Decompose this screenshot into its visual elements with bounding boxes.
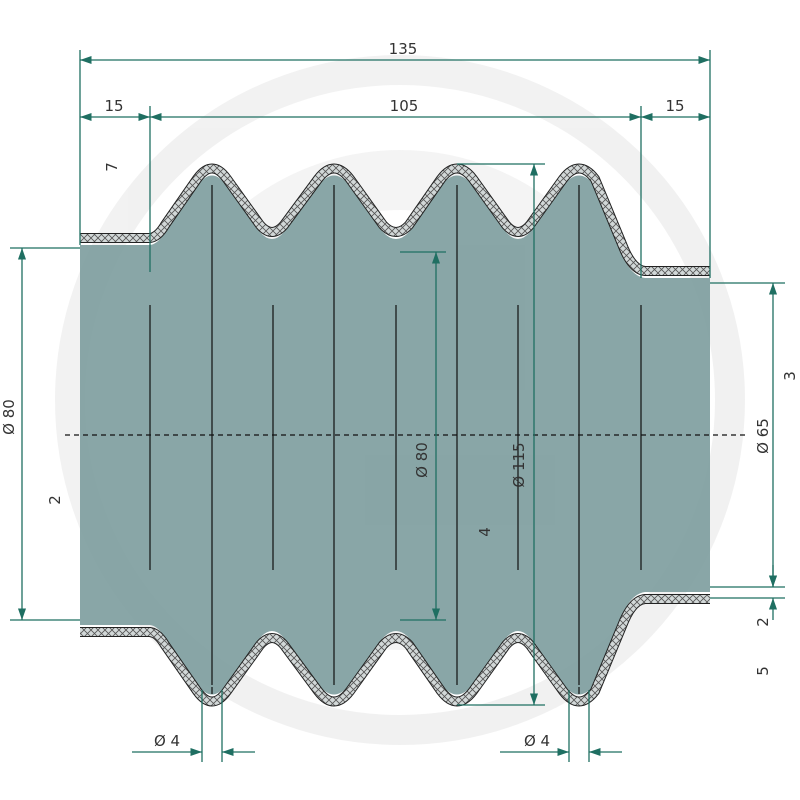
dim-text-hole-left: Ø 4	[154, 732, 180, 750]
dim-text-outer-fold-diameter: Ø 115	[510, 442, 528, 487]
dim-text-inner-fold-diameter: Ø 80	[413, 442, 431, 478]
dim-text-bellows: 105	[390, 97, 419, 115]
dim-text-left-diameter: Ø 80	[0, 399, 18, 435]
dim-text-hole-right: Ø 4	[524, 732, 550, 750]
wall-top-pattern	[80, 164, 710, 275]
bellows-body	[80, 175, 710, 695]
callout-2-right: 2	[754, 617, 772, 627]
callout-7: 7	[103, 162, 121, 172]
dim-text-overall-length: 135	[389, 40, 418, 58]
dim-text-right-collar: 15	[665, 97, 684, 115]
callout-2-left: 2	[46, 495, 64, 505]
dimension-lines	[10, 50, 785, 762]
callout-5: 5	[754, 666, 772, 676]
dim-text-left-collar: 15	[104, 97, 123, 115]
wall-bottom-pattern	[80, 595, 710, 706]
dim-text-right-diameter: Ø 65	[754, 418, 772, 454]
callout-4: 4	[476, 527, 494, 537]
callout-3: 3	[781, 371, 799, 381]
